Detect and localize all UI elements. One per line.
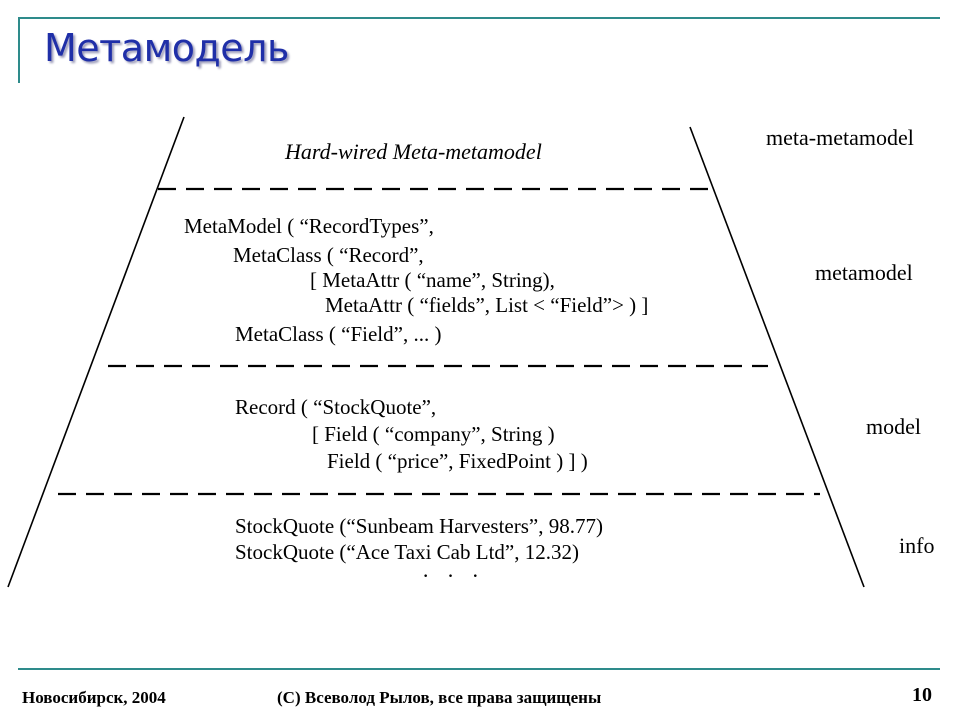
metamodel-code-line: MetaAttr ( “fields”, List < “Field”> ) ] [325, 293, 649, 317]
metamodel-code-line: MetaClass ( “Field”, ... ) [235, 322, 442, 346]
ellipsis: · · · [422, 563, 485, 588]
metamodel-code-line: MetaModel ( “RecordTypes”, [184, 214, 434, 238]
slide-title: Метамодель [44, 26, 289, 70]
page-number: 10 [912, 684, 932, 706]
model-code-line: Record ( “StockQuote”, [235, 395, 437, 419]
info-code-line: StockQuote (“Ace Taxi Cab Ltd”, 12.32) [235, 540, 579, 564]
footer-copyright: (C) Всеволод Рылов, все права защищены [277, 688, 602, 707]
layer-label-info: info [899, 533, 935, 558]
footer-rule [18, 668, 940, 670]
layer-label-model: model [866, 414, 921, 439]
trapezoid-diagram [7, 116, 865, 588]
info-code-line: StockQuote (“Sunbeam Harvesters”, 98.77) [235, 514, 603, 538]
model-code-line: Field ( “price”, FixedPoint ) ] ) [327, 449, 588, 473]
trapezoid-right-edge [689, 126, 865, 588]
frame-top-line [18, 17, 940, 19]
diagram-panel [0, 103, 940, 590]
metamodel-code-line: [ MetaAttr ( “name”, String), [310, 268, 555, 292]
metamodel-code-line: MetaClass ( “Record”, [233, 243, 424, 267]
layer-label-metamodel: metamodel [815, 260, 913, 285]
model-code-line: [ Field ( “company”, String ) [312, 422, 555, 446]
footer-location-year: Новосибирск, 2004 [22, 688, 166, 707]
hardwired-meta-metamodel-label: Hard-wired Meta-metamodel [285, 139, 542, 164]
layer-label-meta-metamodel: meta-metamodel [766, 125, 914, 150]
frame-left-line [18, 17, 20, 83]
trapezoid-left-edge [7, 116, 185, 588]
